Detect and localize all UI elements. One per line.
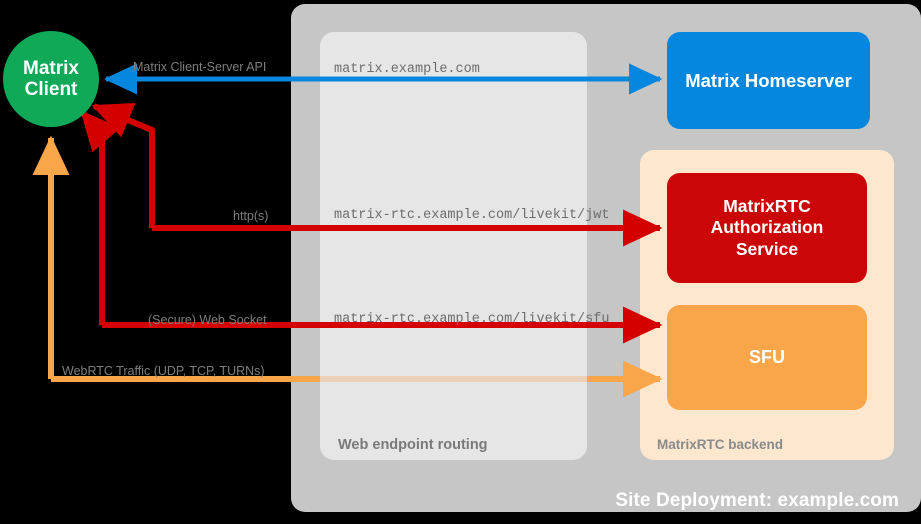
sfu-label: SFU	[749, 347, 785, 367]
node-sfu[interactable]: SFU	[667, 305, 867, 410]
node-matrixrtc-authorization-service[interactable]: MatrixRTC Authorization Service	[667, 173, 867, 283]
web-endpoint-routing-label: Web endpoint routing	[338, 437, 488, 453]
wire-secure-web-socket	[79, 110, 663, 344]
wire-label-http-s: http(s)	[233, 209, 269, 223]
site-deployment-label: Site Deployment: example.com	[615, 490, 899, 511]
endpoint-url-matrix-cs: matrix.example.com	[334, 62, 480, 77]
wire-label-secure-web-socket: (Secure) Web Socket	[148, 313, 267, 327]
auth-label-line1: MatrixRTC	[723, 195, 811, 216]
node-matrix-homeserver[interactable]: Matrix Homeserver	[667, 32, 870, 129]
matrixrtc-backend-label: MatrixRTC backend	[657, 437, 784, 452]
auth-label-line3: Service	[735, 238, 799, 259]
matrix-client-label-line2: Client	[24, 79, 78, 100]
node-matrix-client[interactable]: Matrix Client	[3, 31, 99, 127]
web-endpoint-routing-container	[320, 32, 587, 460]
matrix-homeserver-label: Matrix Homeserver	[685, 69, 852, 91]
wire-label-webrtc-traffic: WebRTC Traffic (UDP, TCP, TURNs)	[62, 364, 265, 378]
endpoint-url-livekit-sfu: matrix-rtc.example.com/livekit/sfu	[334, 312, 610, 327]
endpoint-url-livekit-jwt: matrix-rtc.example.com/livekit/jwt	[334, 208, 610, 223]
auth-label-line2: Authorization	[710, 217, 824, 238]
wire-webrtc-traffic	[32, 135, 663, 398]
wire-label-matrix-client-server-api: Matrix Client-Server API	[133, 60, 267, 74]
matrix-client-label-line1: Matrix	[23, 57, 79, 79]
